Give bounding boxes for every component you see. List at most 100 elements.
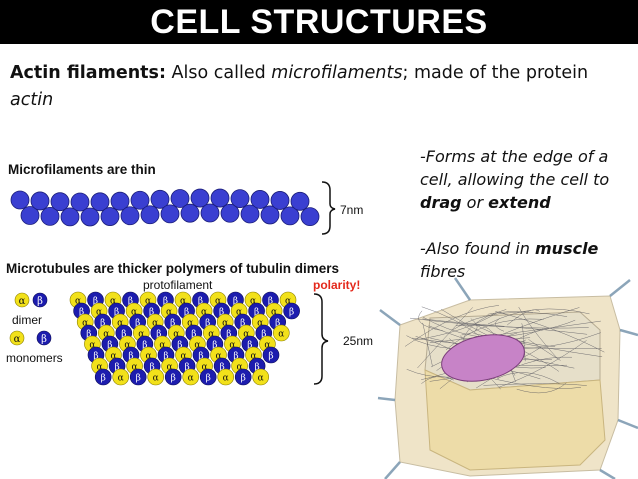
tubulin-symbol: α — [187, 319, 193, 329]
tubulin-symbol: β — [156, 330, 161, 340]
alpha-tubulin — [112, 368, 129, 386]
beta-tubulin — [283, 302, 300, 320]
cytoskeleton-fiber — [452, 312, 568, 331]
tubulin-symbol: α — [118, 374, 124, 384]
tubulin-symbol: β — [205, 319, 210, 329]
actin-bead — [290, 191, 310, 211]
actin-bead — [250, 190, 270, 209]
tubulin-symbol: β — [170, 319, 175, 329]
tubulin-symbol: α — [180, 352, 186, 362]
actin-bead — [30, 191, 50, 211]
microfilament-bracket — [321, 181, 336, 235]
beta-tubulin — [234, 368, 252, 386]
tubulin-symbol: α — [159, 341, 165, 351]
actin-bead — [140, 205, 160, 225]
cell-illustration — [377, 277, 638, 479]
tubulin-symbol: α — [145, 297, 151, 307]
cytoskeleton-fiber — [518, 306, 559, 360]
alpha-tubulin — [217, 368, 234, 386]
tubulin-symbol: α — [96, 308, 102, 318]
actin-bead — [220, 203, 240, 223]
tubulin-symbol: β — [240, 319, 245, 329]
tubulin-symbol: α — [166, 308, 172, 318]
actin-bead — [20, 206, 40, 225]
alpha-tubulin — [272, 324, 290, 342]
cytoskeleton-fiber — [507, 309, 540, 326]
tubulin-symbol: β — [107, 341, 112, 351]
bullet-list: -Forms at the edge of a cell, allowing t… — [420, 145, 630, 306]
tubulin-symbol: β — [219, 308, 224, 318]
tubulin-symbol: β — [149, 308, 154, 318]
tubulin-symbol: β — [191, 330, 196, 340]
actin-bead — [110, 191, 130, 211]
dimer-label: dimer — [12, 313, 43, 327]
tubulin-symbol: α — [167, 363, 173, 373]
tubulin-symbol: α — [82, 319, 88, 329]
cytoskeleton-fiber — [487, 308, 590, 325]
bullet-muscle: -Also found in muscle fibres — [420, 239, 599, 281]
intro-text-2: ; made of the protein — [402, 63, 589, 83]
actin-bead — [280, 206, 300, 226]
tubulin-symbol: α — [110, 297, 116, 307]
actin-bead — [260, 205, 280, 225]
cytoskeleton-fiber — [414, 312, 498, 341]
tubulin-symbol: β — [136, 374, 141, 384]
tubulin-symbol: β — [79, 308, 84, 318]
intro-text: Actin filaments: Also called microfilame… — [10, 60, 620, 114]
beta-tubulin — [262, 346, 280, 364]
cytoskeleton-fiber — [475, 356, 572, 389]
cytoskeleton-fiber — [487, 311, 533, 315]
cytoskeleton-fiber — [417, 307, 473, 369]
beta-tubulin — [199, 368, 217, 386]
actin-bead — [10, 190, 30, 210]
tubulin-symbol: β — [93, 297, 98, 307]
cytoskeleton-fiber — [422, 316, 531, 340]
actin-bead — [70, 192, 90, 212]
cytoskeleton-fiber — [418, 310, 444, 332]
tubulin-symbol: α — [271, 308, 277, 318]
svg-text:α: α — [14, 334, 21, 345]
cytoskeleton-fiber — [521, 323, 526, 362]
actin-bead — [50, 192, 70, 212]
actin-bead — [180, 203, 200, 223]
cytoskeleton-fiber — [495, 318, 505, 332]
actin-bead — [240, 204, 260, 224]
tubulin-symbol: α — [222, 319, 228, 329]
tubulin-symbol: α — [188, 374, 194, 384]
tubulin-symbol: β — [101, 374, 106, 384]
dimer-legend: α β — [14, 292, 48, 308]
tubulin-symbol: α — [138, 330, 144, 340]
actin-bead — [130, 190, 150, 210]
intro-em-2: actin — [10, 90, 54, 110]
cytoskeleton-fiber — [404, 305, 500, 347]
tubulin-symbol: α — [202, 363, 208, 373]
tubulin-symbol: β — [254, 363, 259, 373]
actin-filament — [10, 188, 320, 227]
tubulin-symbol: β — [184, 363, 189, 373]
title-bar — [0, 0, 638, 44]
tubulin-symbol: α — [208, 330, 214, 340]
cytoskeleton-fiber — [495, 311, 605, 353]
tubulin-symbol: β — [212, 341, 217, 351]
tubulin-symbol: β — [128, 352, 133, 362]
intro-text-1: Also called — [165, 63, 272, 83]
tubulin-symbol: β — [275, 319, 280, 329]
actin-bead — [270, 191, 290, 210]
tubulin-symbol: α — [97, 363, 103, 373]
protofilament-label: protofilament — [143, 278, 213, 292]
tubulin-symbol: β — [233, 297, 238, 307]
tubulin-symbol: α — [180, 297, 186, 307]
tubulin-symbol: β — [149, 363, 154, 373]
actin-bead — [160, 204, 180, 224]
tubulin-symbol: α — [124, 341, 130, 351]
tubulin-symbol: β — [114, 363, 119, 373]
cytoskeleton-fiber — [455, 325, 588, 335]
tubulin-symbol: α — [153, 374, 159, 384]
tubulin-symbol: β — [241, 374, 246, 384]
tubulin-symbol: β — [247, 341, 252, 351]
cytoskeleton-fiber — [483, 383, 587, 386]
tubulin-symbol: α — [152, 319, 158, 329]
tubulin-symbol: α — [117, 319, 123, 329]
actin-bead — [90, 192, 110, 212]
